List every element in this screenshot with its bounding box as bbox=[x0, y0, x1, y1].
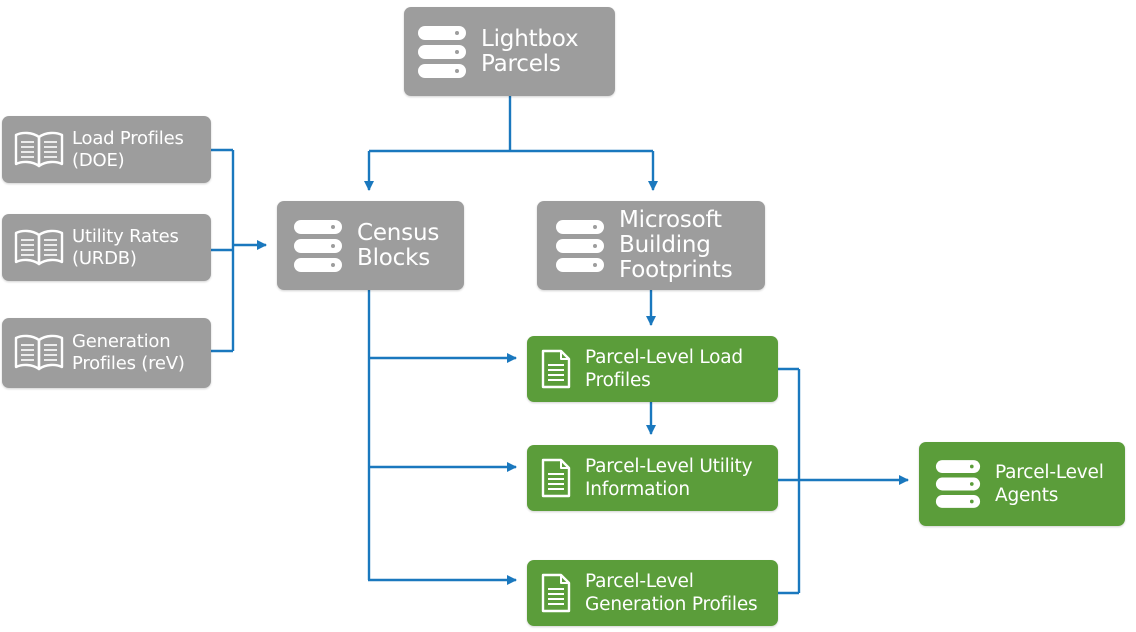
parcel-level-agents-node: Parcel-Level Agents bbox=[919, 442, 1125, 526]
document-icon bbox=[541, 458, 571, 498]
parcel-level-load-profiles-node: Parcel-Level Load Profiles bbox=[527, 336, 778, 402]
database-icon bbox=[555, 219, 605, 273]
database-icon bbox=[935, 459, 981, 509]
load-profiles-label: Load Profiles (DOE) bbox=[72, 127, 184, 171]
census-blocks-label: Census Blocks bbox=[357, 219, 440, 271]
generation-profiles-node: Generation Profiles (reV) bbox=[2, 318, 211, 388]
document-icon bbox=[541, 573, 571, 613]
load-profiles-node: Load Profiles (DOE) bbox=[2, 116, 211, 183]
open-book-icon bbox=[14, 229, 64, 267]
open-book-icon bbox=[14, 131, 64, 169]
parcel-level-utility-information-node: Parcel-Level Utility Information bbox=[527, 445, 778, 511]
lightbox-parcels-label: Lightbox Parcels bbox=[481, 25, 579, 77]
census-blocks-node: Census Blocks bbox=[277, 201, 464, 290]
parcel-level-utility-information-label: Parcel-Level Utility Information bbox=[585, 456, 753, 500]
parcel-level-generation-profiles-node: Parcel-Level Generation Profiles bbox=[527, 560, 778, 626]
microsoft-building-footprints-node: Microsoft Building Footprints bbox=[537, 201, 765, 290]
parcel-level-agents-label: Parcel-Level Agents bbox=[995, 462, 1104, 506]
parcel-level-generation-profiles-label: Parcel-Level Generation Profiles bbox=[585, 571, 758, 615]
microsoft-building-footprints-label: Microsoft Building Footprints bbox=[619, 207, 733, 283]
lightbox-parcels-node: Lightbox Parcels bbox=[404, 7, 615, 96]
database-icon bbox=[417, 25, 467, 79]
open-book-icon bbox=[14, 334, 64, 372]
parcel-level-load-profiles-label: Parcel-Level Load Profiles bbox=[585, 347, 743, 391]
database-icon bbox=[293, 219, 343, 273]
utility-rates-node: Utility Rates (URDB) bbox=[2, 214, 211, 281]
generation-profiles-label: Generation Profiles (reV) bbox=[72, 331, 185, 374]
document-icon bbox=[541, 349, 571, 389]
utility-rates-label: Utility Rates (URDB) bbox=[72, 225, 179, 269]
